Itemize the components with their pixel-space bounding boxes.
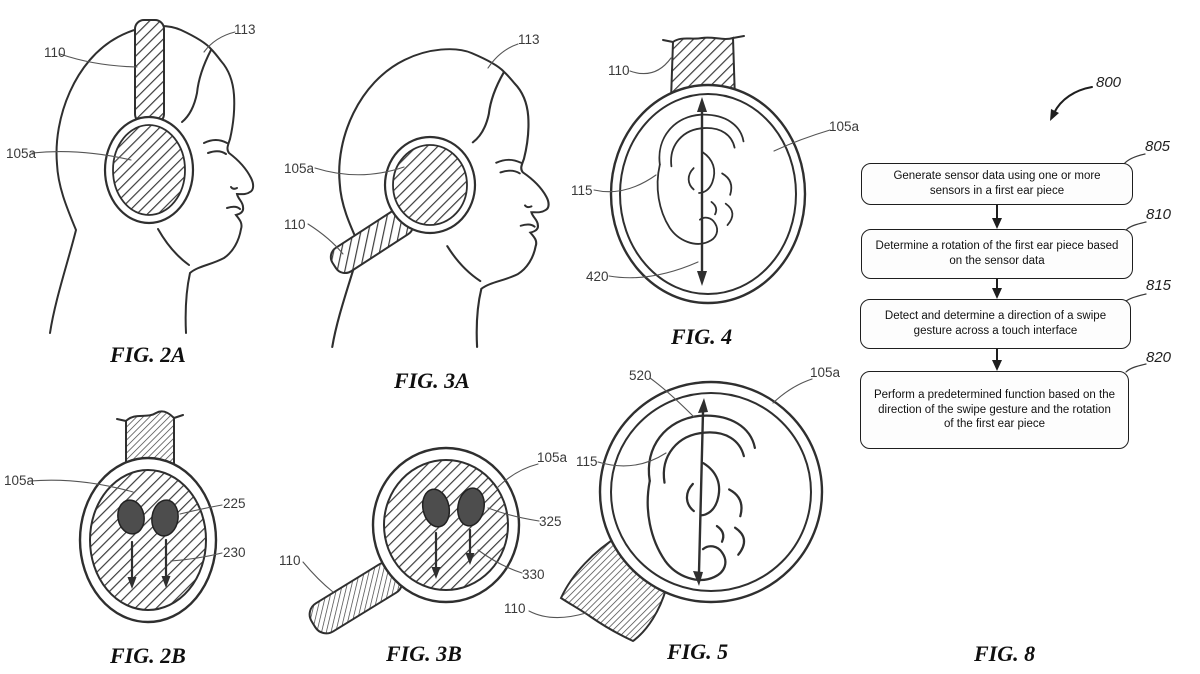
fig8-ref-820: 820 — [1146, 349, 1172, 366]
fig2a-caption: FIG. 2A — [110, 342, 186, 367]
fig8-ref-810: 810 — [1146, 206, 1172, 223]
fig3b-label-325: 325 — [539, 514, 562, 529]
fig5-label-110: 110 — [504, 601, 526, 616]
fig4-label-110: 110 — [608, 63, 630, 78]
fig8-step-box-815: Detect and determine a direction of a sw… — [860, 299, 1131, 349]
fig3a-label-105a: 105a — [284, 161, 315, 176]
fig8-step-box-805: Generate sensor data using one or more s… — [861, 163, 1133, 205]
fig4-label-115: 115 — [571, 183, 593, 198]
fig3b-label-330: 330 — [522, 567, 545, 582]
fig2a-label-113: 113 — [234, 22, 256, 37]
fig2a-art — [31, 19, 255, 334]
fig4-label-420: 420 — [586, 269, 609, 284]
fig3a-caption: FIG. 3A — [394, 368, 470, 393]
fig3b-label-110: 110 — [279, 553, 301, 568]
fig8-step-box-820: Perform a predetermined function based o… — [860, 371, 1129, 449]
fig5-art — [528, 377, 824, 643]
fig5-label-105a: 105a — [810, 365, 841, 380]
fig4-caption: FIG. 4 — [671, 324, 733, 349]
fig3a-art — [307, 43, 550, 349]
fig2a-label-105a: 105a — [6, 146, 37, 161]
fig8-caption: FIG. 8 — [974, 641, 1036, 666]
fig3b-caption: FIG. 3B — [386, 641, 462, 666]
fig8-art — [992, 86, 1147, 373]
fig8-ref-800: 800 — [1096, 74, 1122, 91]
fig8-step-box-810: Determine a rotation of the first ear pi… — [861, 229, 1133, 279]
fig3b-art — [302, 446, 540, 635]
fig2b-label-105a: 105a — [4, 473, 35, 488]
fig2a-label-110: 110 — [44, 45, 66, 60]
fig5-label-115: 115 — [576, 454, 598, 469]
fig4-label-105a: 105a — [829, 119, 860, 134]
fig8-ref-805: 805 — [1145, 138, 1171, 155]
fig2b-caption: FIG. 2B — [110, 643, 186, 668]
fig2b-label-225: 225 — [223, 496, 246, 511]
fig2b-art — [29, 410, 223, 624]
fig3b-label-105a: 105a — [537, 450, 568, 465]
fig8-ref-815: 815 — [1146, 277, 1172, 294]
fig4-art — [593, 35, 831, 305]
fig2b-label-230: 230 — [223, 545, 246, 560]
fig5-caption: FIG. 5 — [667, 639, 729, 664]
fig3a-label-110: 110 — [284, 217, 306, 232]
fig5-label-520: 520 — [629, 368, 652, 383]
fig3a-label-113: 113 — [518, 32, 540, 47]
